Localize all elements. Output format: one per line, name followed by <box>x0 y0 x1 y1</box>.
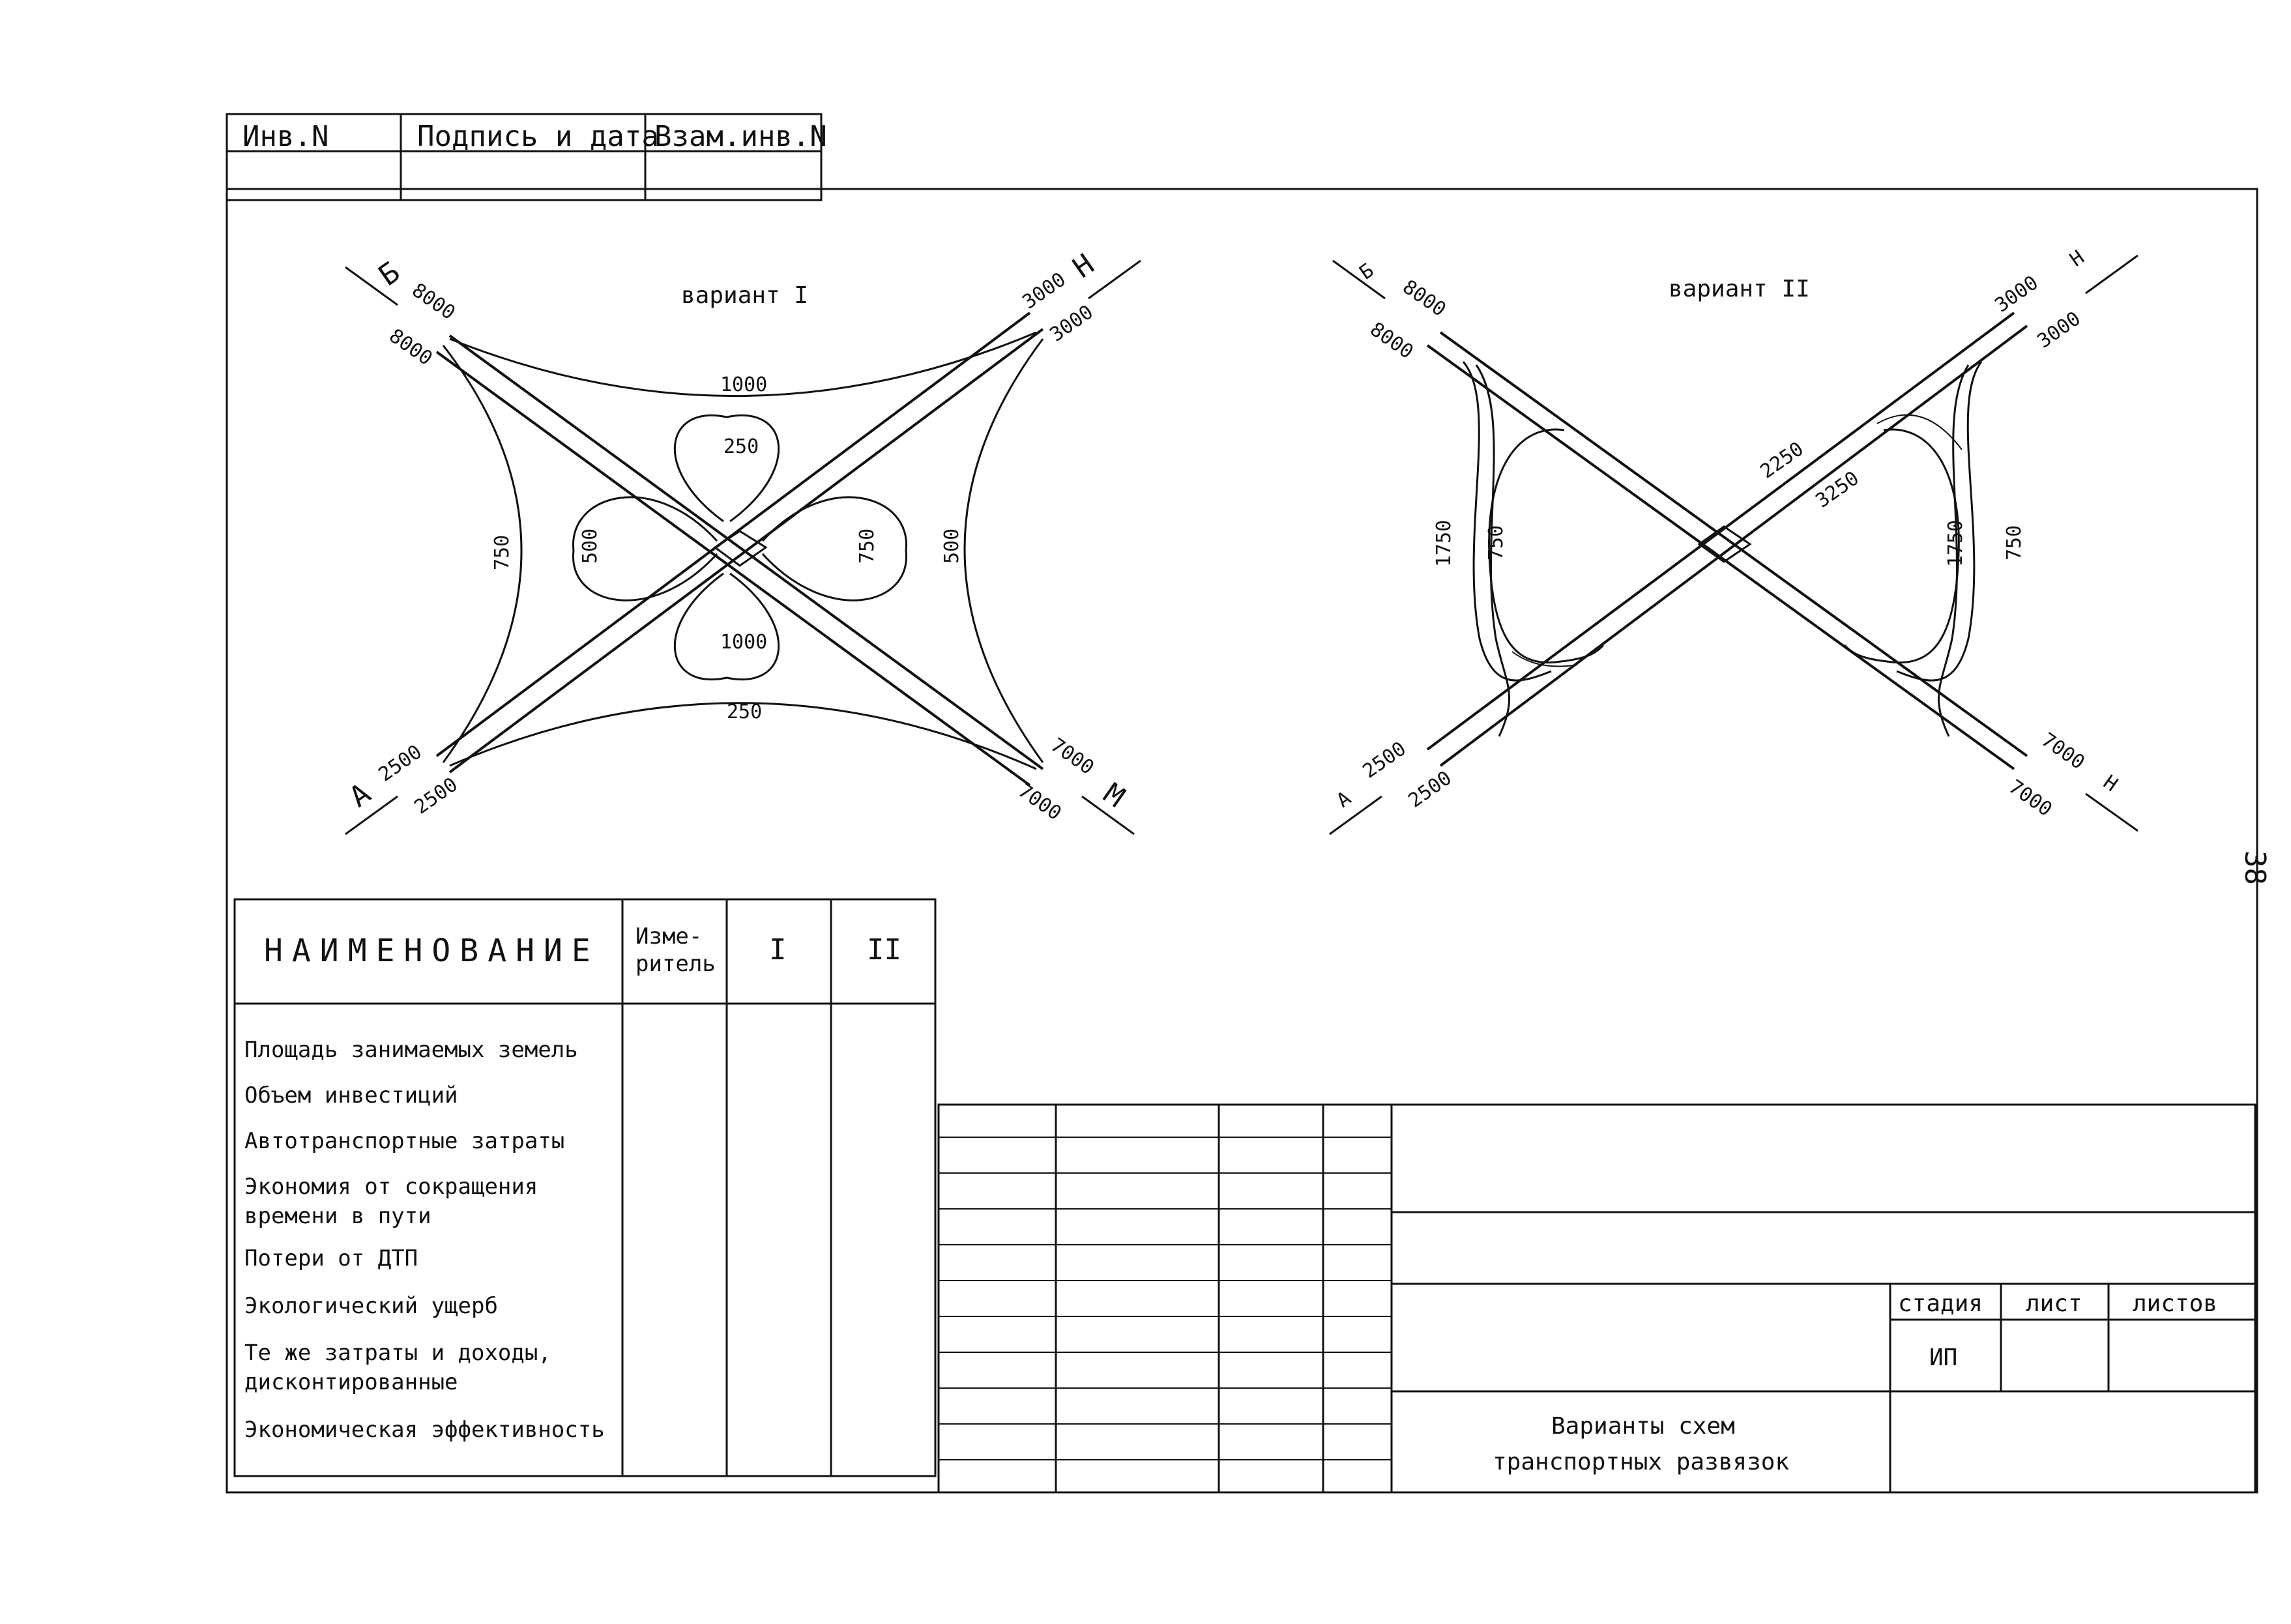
title-block: стадия лист листов ИП Варианты схем тран… <box>937 1103 2256 1494</box>
v1-num-nw-a: 8000 <box>407 279 459 325</box>
v1-num-left-arc: 750 <box>491 535 514 570</box>
sign-label: Подпись и дата <box>417 120 659 153</box>
v2-num-nw-a: 8000 <box>1398 276 1450 321</box>
v1-bottom-loop <box>673 572 780 680</box>
v2-corner-sw: А <box>1333 787 1356 813</box>
v1-road-sw-ne-a <box>448 328 1044 774</box>
v2-num-sw-b: 2500 <box>1405 766 1456 812</box>
table-row: Автотранспортные затраты <box>244 1128 564 1154</box>
v2-road-nw-se-b <box>1426 344 2015 770</box>
v2-left-outer-ramp <box>1462 361 1552 682</box>
v2-num-sw-a: 2500 <box>1359 737 1410 783</box>
v1-num-left-loop: 500 <box>579 529 602 564</box>
v1-num-bottom-arc: 250 <box>727 701 762 723</box>
v1-corner-se: М <box>1098 777 1131 814</box>
v1-crossing <box>713 530 768 567</box>
v1-num-bottom-loop: 1000 <box>720 631 767 654</box>
v1-bottom-arc <box>449 702 1037 770</box>
variant-1-diagram: вариант I Б Н А М 8000 8000 3000 3000 <box>343 248 1141 835</box>
v2-corner-nw: Б <box>1356 259 1379 285</box>
top-stamp: Инв.N Подпись и дата Взам.инв.N <box>226 113 827 201</box>
v2-num-mid-a: 2250 <box>1757 437 1808 483</box>
sheets-label: листов <box>2133 1290 2217 1317</box>
caption-line-1: Варианты схем <box>1551 1413 1735 1440</box>
v2-num-mid-b: 3250 <box>1812 467 1863 512</box>
v2-num-right-outer: 1750 <box>1944 520 1967 567</box>
table-row: Экономия от сокращения <box>244 1174 538 1200</box>
table-header-unit-2: ритель <box>635 951 716 977</box>
table-header-v2: II <box>867 933 901 966</box>
v1-num-ne-b: 3000 <box>1046 300 1098 346</box>
v1-road-nw-se-a <box>448 334 1044 770</box>
v2-road-sw-ne-a <box>1439 325 2028 767</box>
v1-num-top-loop: 250 <box>723 435 759 458</box>
v1-num-nw-b: 8000 <box>385 325 436 370</box>
indicators-table: НАИМЕНОВАНИЕ Изме- ритель I II Площадь з… <box>233 898 937 1477</box>
table-header-unit-1: Изме- <box>635 923 702 950</box>
v2-left-inner-loop <box>1488 428 1605 664</box>
v2-num-left-outer: 1750 <box>1433 520 1455 567</box>
v1-num-sw-a: 2500 <box>375 740 426 786</box>
table-row: Потери от ДТП <box>244 1245 418 1271</box>
v2-right-inner-loop <box>1843 428 1960 664</box>
table-row: Те же затраты и доходы, <box>244 1340 551 1366</box>
v2-num-ne-a: 3000 <box>1991 271 2043 317</box>
v2-right-outer-ramp <box>1896 361 1983 682</box>
caption-line-2: транспортных развязок <box>1493 1449 1789 1475</box>
sheet-label: лист <box>2026 1290 2082 1317</box>
v1-right-arc <box>963 338 1044 763</box>
v1-corner-sw: А <box>343 777 377 814</box>
v2-crossing <box>1697 525 1752 563</box>
v2-num-se-b: 7000 <box>2004 776 2056 821</box>
v2-num-ne-b: 3000 <box>2034 307 2085 353</box>
v1-right-loop <box>761 496 907 602</box>
table-row: Экономическая эффективность <box>244 1417 605 1443</box>
v2-num-nw-b: 8000 <box>1365 318 1417 364</box>
variant-2-title: вариант II <box>1669 276 1810 302</box>
v2-road-sw-ne-b <box>1426 312 2015 751</box>
replace-label: Взам.инв.N <box>654 120 827 153</box>
variant-2-diagram: вариант II Б Н А Н 8000 8000 3000 3000 2… <box>1329 246 2138 835</box>
variant-1-title: вариант I <box>681 282 808 309</box>
v1-num-right-arc: 500 <box>941 529 963 564</box>
page-number: 38 <box>2238 850 2271 885</box>
stage-value: ИП <box>1929 1344 1957 1371</box>
v1-road-nw-se-b <box>435 351 1031 787</box>
table-row: Экологический ущерб <box>244 1293 498 1319</box>
table-header-v1: I <box>769 933 787 966</box>
v1-num-ne-a: 3000 <box>1019 268 1070 313</box>
v2-corner-ne: Н <box>2066 246 2089 272</box>
v1-num-se-b: 7000 <box>1014 779 1065 825</box>
table-row: Объем инвестиций <box>244 1082 458 1109</box>
v1-top-loop <box>673 414 780 523</box>
stage-label: стадия <box>1898 1290 1983 1317</box>
table-row-cont: дисконтированные <box>244 1369 458 1395</box>
v2-road-nw-se-a <box>1439 331 2028 757</box>
inv-label: Инв.N <box>242 120 328 153</box>
v1-num-right-loop: 750 <box>856 529 879 564</box>
v1-left-arc <box>442 345 523 763</box>
v2-num-right-inner: 750 <box>2003 525 2026 560</box>
v2-num-left-inner: 750 <box>1485 525 1508 560</box>
v1-num-sw-b: 2500 <box>411 773 462 819</box>
v1-num-se-a: 7000 <box>1046 734 1098 779</box>
v1-num-top-arc: 1000 <box>720 373 767 396</box>
table-header-name: НАИМЕНОВАНИЕ <box>264 933 600 969</box>
v1-left-loop <box>572 496 718 602</box>
v2-corner-se: Н <box>2099 771 2122 796</box>
table-row-cont: времени в пути <box>244 1203 431 1229</box>
v1-corner-nw: Б <box>373 255 406 293</box>
table-row: Площадь занимаемых земель <box>244 1037 578 1063</box>
v1-top-arc <box>449 331 1037 398</box>
v1-corner-ne: Н <box>1067 248 1100 285</box>
v2-num-se-a: 7000 <box>2037 729 2088 774</box>
